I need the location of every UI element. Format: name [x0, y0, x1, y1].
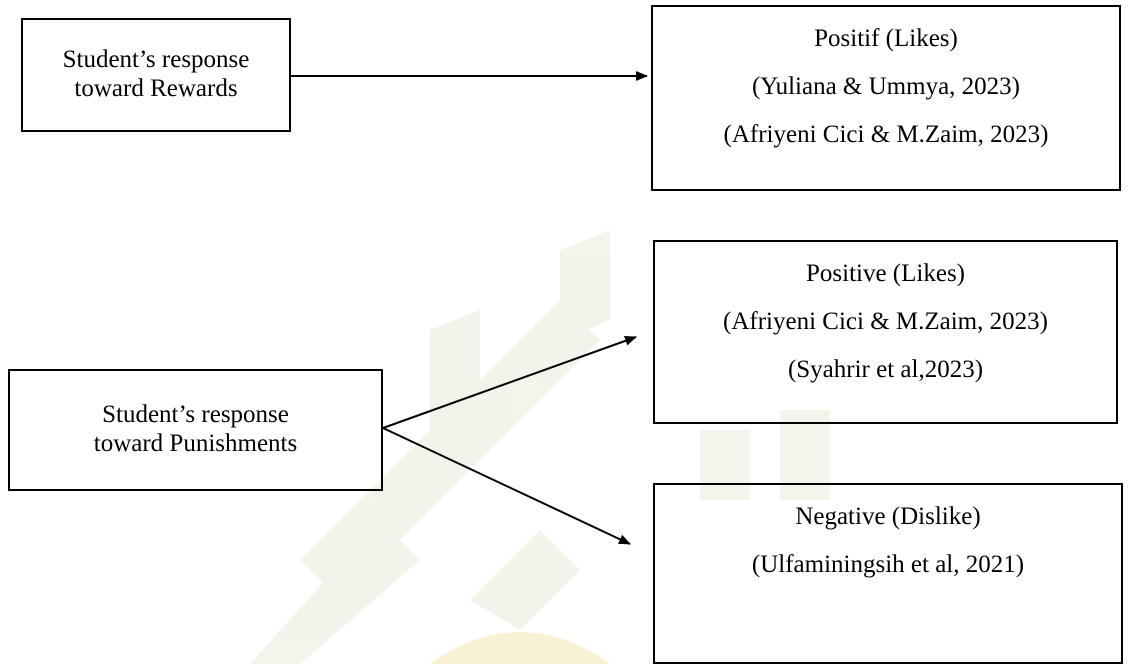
punishments-box-line-1: Student’s response [102, 401, 289, 429]
positif-box-title: Positif (Likes) [814, 25, 958, 52]
rewards-response-box: Student’s response toward Rewards [21, 18, 291, 132]
positive-box-title: Positive (Likes) [805, 260, 965, 287]
positif-box-citation-2: (Afriyeni Cici & M.Zaim, 2023) [723, 120, 1049, 148]
positive-box-citation-2: (Syahrir et al,2023) [787, 355, 984, 383]
positif-likes-box: Positif (Likes) (Yuliana & Ummya, 2023) … [651, 5, 1121, 191]
punishments-response-box: Student’s response toward Punishments [8, 369, 383, 491]
positive-box-citation-1: (Afriyeni Cici & M.Zaim, 2023) [723, 307, 1048, 335]
positive-likes-box: Positive (Likes) (Afriyeni Cici & M.Zaim… [653, 240, 1118, 424]
negative-box-citation-1: (Ulfaminingsih et al, 2021) [751, 550, 1025, 578]
positif-box-citation-1: (Yuliana & Ummya, 2023) [751, 72, 1020, 100]
rewards-box-line-2: toward Rewards [74, 75, 238, 102]
negative-dislike-box: Negative (Dislike) (Ulfaminingsih et al,… [653, 483, 1123, 664]
rewards-box-line-1: Student’s response [62, 46, 250, 74]
punishments-box-line-2: toward Punishments [93, 430, 298, 457]
negative-box-title: Negative (Dislike) [795, 503, 981, 530]
